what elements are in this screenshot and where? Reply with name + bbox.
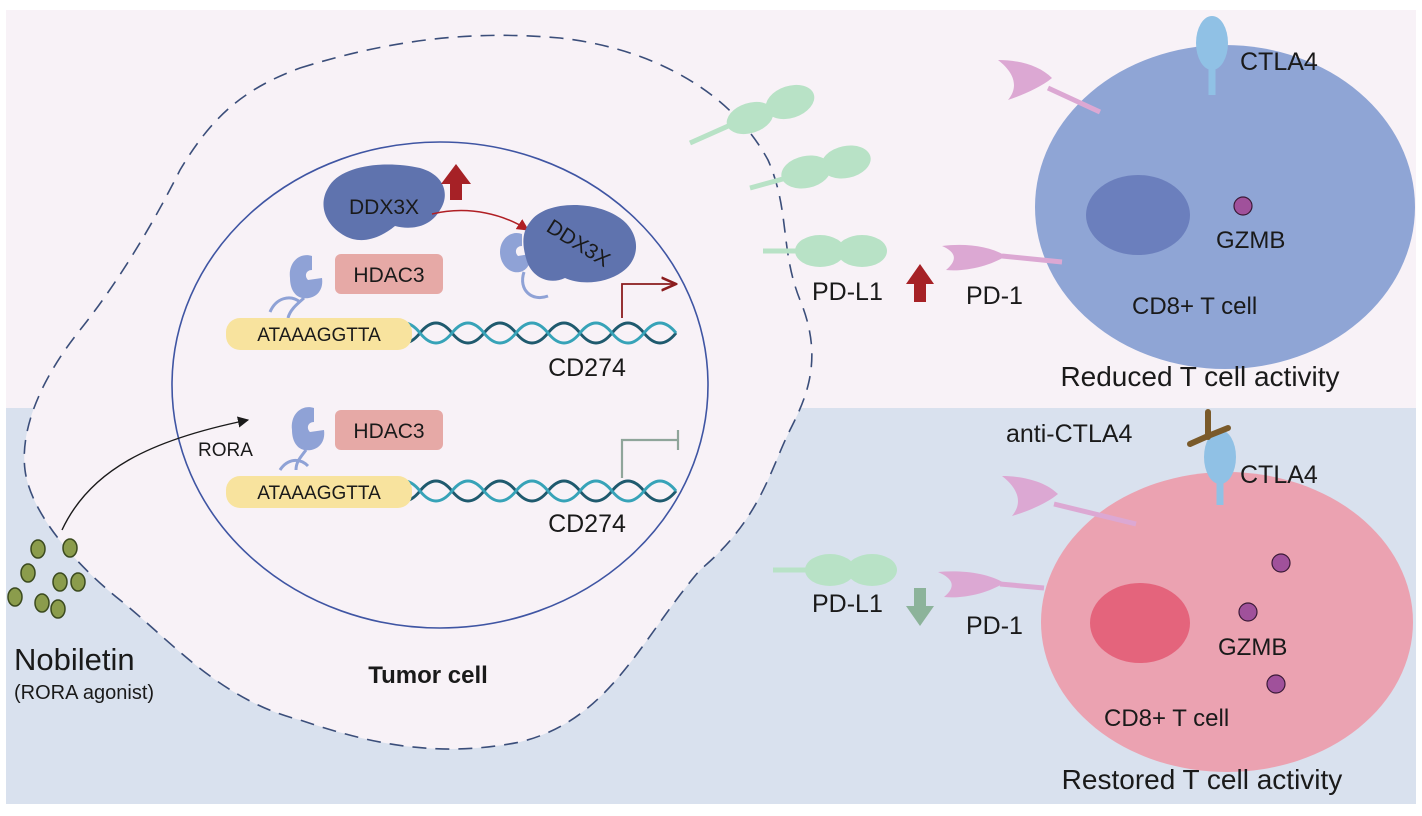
ctla4-receptor-bottom	[1204, 430, 1236, 505]
nobiletin-dot	[52, 572, 68, 592]
pd1-label-bottom: PD-1	[966, 612, 1023, 640]
nobiletin-dot	[34, 593, 50, 613]
nobiletin-dot	[7, 587, 23, 607]
ddx3x-protein-2	[523, 204, 637, 283]
hdac3-label-upper: HDAC3	[353, 264, 424, 287]
motif-label-upper: ATAAAGGTTA	[257, 325, 381, 346]
nobiletin-note: (RORA agonist)	[14, 682, 154, 704]
pdl1-label-top: PD-L1	[812, 278, 883, 306]
motif-label-lower: ATAAAGGTTA	[257, 483, 381, 504]
gzmb-label-top: GZMB	[1216, 227, 1285, 254]
gzmb-granule-top	[1233, 196, 1253, 216]
rora-dna-contact-lower	[278, 459, 310, 471]
nobiletin-dot	[30, 539, 46, 559]
cd8-label-bottom: CD8+ T cell	[1104, 705, 1229, 732]
rora-tail-2	[521, 271, 549, 299]
rora-dna-contact-upper	[268, 296, 301, 313]
tumor-cell-membrane	[23, 34, 813, 750]
pd1-receptor-top-free	[998, 60, 1102, 115]
gzmb-granule-bottom-1	[1271, 553, 1291, 573]
caption-reduced: Reduced T cell activity	[1060, 361, 1339, 392]
tumor-cell-label: Tumor cell	[368, 662, 488, 689]
caption-restored: Restored T cell activity	[1062, 764, 1343, 795]
pdl1-up-arrow-icon	[906, 264, 934, 302]
pdl1-label-bottom: PD-L1	[812, 590, 883, 618]
rora-protein-2	[500, 232, 531, 273]
tcell-body-bottom	[1041, 472, 1413, 772]
anti-ctla4-label: anti-CTLA4	[1006, 420, 1133, 448]
pdl1-down-arrow-icon	[906, 588, 934, 626]
ctla4-label-top: CTLA4	[1240, 48, 1318, 76]
translocation-arrow	[431, 209, 530, 231]
gzmb-granule-bottom-2	[1238, 602, 1258, 622]
rora-protein-upper	[289, 255, 323, 299]
ctla4-label-bottom: CTLA4	[1240, 461, 1318, 489]
gene-label-lower: CD274	[548, 510, 626, 538]
transcription-blocked-icon	[620, 430, 680, 478]
rora-protein-lower	[291, 407, 325, 451]
pd1-receptor-bottom-free	[1002, 476, 1137, 527]
nobiletin-dot	[70, 572, 86, 592]
ddx3x-protein-1	[323, 164, 445, 241]
nobiletin-molecules	[7, 538, 86, 619]
gzmb-label-bottom: GZMB	[1218, 634, 1287, 661]
tcell-nucleus-top	[1086, 175, 1190, 255]
ddx3x-label-1: DDX3X	[349, 196, 419, 219]
pd1-label-top: PD-1	[966, 282, 1023, 310]
nobiletin-dot	[62, 538, 78, 558]
hdac3-box-upper	[335, 254, 443, 294]
nobiletin-name: Nobiletin	[14, 642, 135, 677]
tcell-body-top	[1035, 45, 1415, 369]
pdl1-protein-2	[749, 145, 871, 191]
ctla4-receptor-top	[1196, 16, 1228, 95]
cd8-label-top: CD8+ T cell	[1132, 293, 1257, 320]
transcription-start-active-icon	[621, 284, 676, 318]
gzmb-granule-bottom-3	[1266, 674, 1286, 694]
anti-ctla4-antibody-icon	[1187, 409, 1231, 447]
pd1-receptor-top-bound	[942, 244, 1063, 271]
hdac3-label-lower: HDAC3	[353, 420, 424, 443]
hdac3-box-lower	[335, 410, 443, 450]
motif-box-lower	[226, 476, 412, 508]
gene-label-upper: CD274	[548, 354, 626, 382]
pdl1-protein-3	[763, 235, 887, 267]
pdl1-protein-1	[688, 84, 815, 146]
nucleus	[171, 141, 709, 629]
pd1-receptor-bottom-bound	[938, 571, 1045, 598]
nobiletin-activation-arrow	[61, 416, 250, 531]
tcell-nucleus-bottom	[1090, 583, 1190, 663]
rora-linker-upper	[286, 296, 305, 319]
pdl1-protein-4	[773, 554, 897, 586]
motif-box-upper	[226, 318, 412, 350]
ddx3x-increase-arrow-icon	[441, 164, 471, 200]
rora-label: RORA	[198, 440, 253, 461]
nobiletin-dot	[20, 563, 36, 583]
nobiletin-dot	[50, 599, 66, 619]
